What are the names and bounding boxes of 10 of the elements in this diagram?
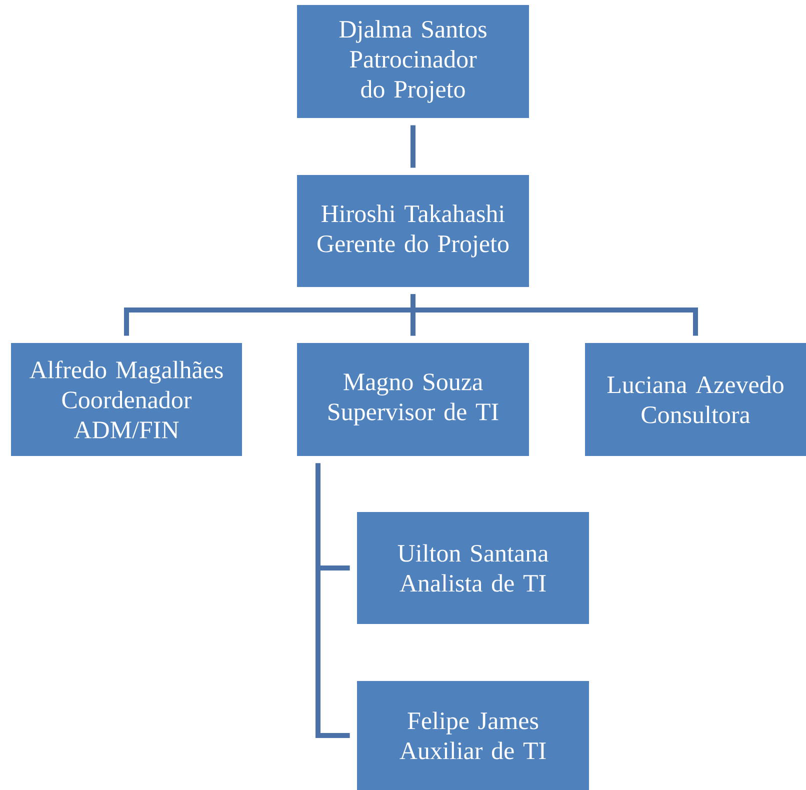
- name-box: Luciana Azevedo Consultora: [585, 343, 806, 456]
- name-box: Magno Souza Supervisor de TI: [297, 343, 529, 456]
- name-box: Djalma Santos Patrocinador do Projeto: [297, 5, 529, 118]
- connector-line: [410, 125, 416, 168]
- connector-line: [316, 463, 350, 738]
- name-box: Uilton Santana Analista de TI: [357, 512, 589, 624]
- name-box: Alfredo Magalhães Coordenador ADM/FIN: [11, 343, 242, 456]
- connector-line: [410, 294, 698, 336]
- name-box: Hiroshi Takahashi Gerente do Projeto: [297, 175, 529, 287]
- name-box: Felipe James Auxiliar de TI: [357, 681, 589, 790]
